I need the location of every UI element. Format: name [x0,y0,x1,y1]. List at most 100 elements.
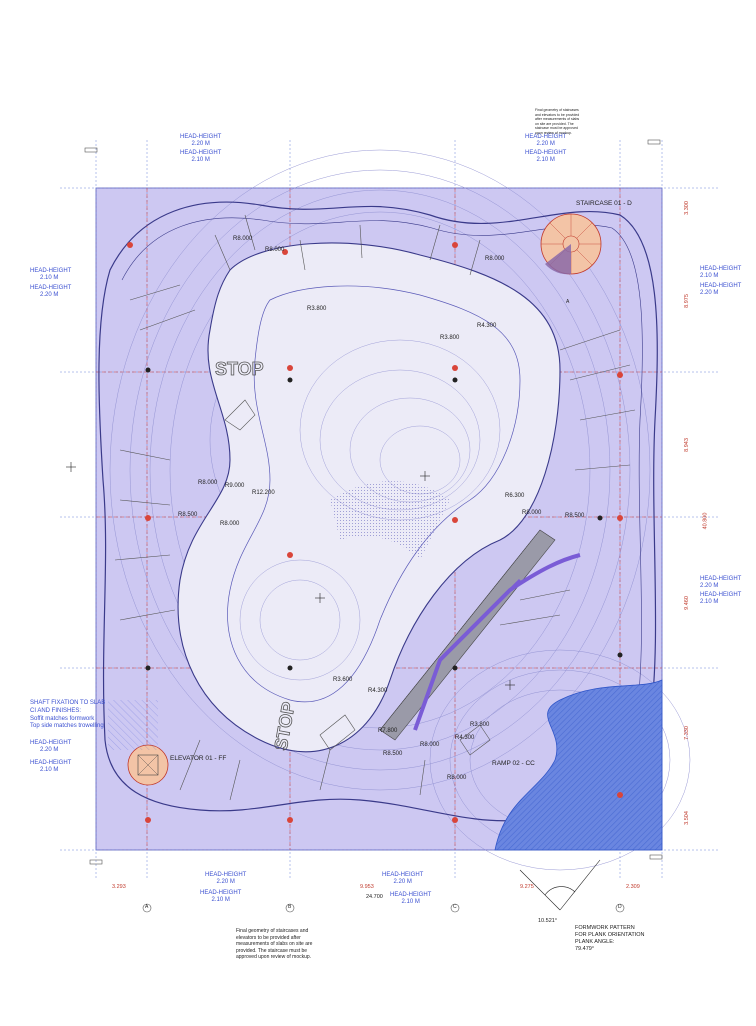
dimension-right: 7.330 [683,726,690,740]
head-height-label: HEAD-HEIGHT [700,266,742,272]
dark-markers [145,367,623,671]
stop-marking-top: STOP [215,359,264,379]
head-height-bottom-4: HEAD-HEIGHT 2.10 M [390,892,431,906]
head-height-label: HEAD-HEIGHT [30,268,72,274]
head-height-left-1: HEAD-HEIGHT 2.10 M [30,268,71,282]
head-height-value: 2.10 M [700,598,719,605]
radius-label: R4.300 [455,735,475,741]
grid-label: D [618,904,622,910]
radius-label: R8.000 [198,480,218,486]
radius-label: R3.800 [440,335,460,341]
support-lines [114,214,636,801]
radius-label: R8.000 [420,742,440,748]
head-height-right-4: HEAD-HEIGHT 2.10 M [700,592,741,606]
head-height-label: HEAD-HEIGHT [200,890,242,896]
head-height-label: HEAD-HEIGHT [700,576,742,582]
head-height-value: 2.10 M [40,766,59,773]
head-height-value: 2.10 M [401,898,420,905]
island-inner [227,285,521,703]
head-height-label: HEAD-HEIGHT [205,872,247,878]
head-height-value: 2.10 M [40,274,59,281]
radius-label: R8.000 [220,521,240,527]
head-height-bottom-2: HEAD-HEIGHT 2.10 M [200,890,241,904]
formwork-note: FORMWORK PATTERN FOR PLANK ORIENTATION P… [575,925,645,953]
head-height-left-3: HEAD-HEIGHT 2.20 M [30,740,71,754]
radius-label: R7.800 [378,728,398,734]
grid-label: C [453,904,457,910]
dimension-bottom: 9.275 [520,884,534,890]
head-height-right-1: HEAD-HEIGHT 2.10 M [700,266,741,280]
radius-label: R4.300 [477,323,497,329]
head-height-top-2: HEAD-HEIGHT 2.10 M [180,150,221,164]
grid-label: B [288,904,292,910]
radius-label: R8.500 [383,751,403,757]
radius-label: R8.000 [447,775,467,781]
dimension-right: 9.460 [683,596,690,610]
dimension-bottom: 9.953 [360,884,374,890]
head-height-label: HEAD-HEIGHT [30,760,72,766]
head-height-label: HEAD-HEIGHT [30,740,72,746]
head-height-left-4: HEAD-HEIGHT 2.10 M [30,760,71,774]
dimension-right: 3.300 [683,201,690,215]
head-height-value: 2.10 M [211,896,230,903]
head-height-bottom-1: HEAD-HEIGHT 2.20 M [205,872,246,886]
head-height-value: 2.20 M [536,140,555,147]
head-height-label: HEAD-HEIGHT [180,134,222,140]
grid-bubbles [142,903,625,913]
head-height-label: HEAD-HEIGHT [525,150,567,156]
radius-label: R3.800 [307,306,327,312]
elevator-01 [127,744,169,786]
head-height-value: 2.20 M [216,878,235,885]
ramp-02 [379,529,581,741]
head-height-value: 2.10 M [191,156,210,163]
angle-lines [519,859,601,911]
head-height-label: HEAD-HEIGHT [700,592,742,598]
head-height-value: 2.20 M [191,140,210,147]
geometry-note: Final geometry of staircases and elevato… [236,928,313,960]
radius-label: R8.000 [265,247,285,253]
head-height-label: HEAD-HEIGHT [382,872,424,878]
head-height-value: 2.10 M [536,156,555,163]
shaft-fixation-note: SHAFT FIXATION TO SLAB CI AND FINISHES: … [30,700,106,730]
head-height-left-2: HEAD-HEIGHT 2.20 M [30,285,71,299]
radius-label: R8.000 [233,236,253,242]
head-height-value: 2.20 M [40,291,59,298]
head-height-value: 2.20 M [393,878,412,885]
crosshairs [66,462,515,690]
elevator-label: ELEVATOR 01 - FF [170,755,227,762]
radius-label: R8.500 [178,512,198,518]
dotted-slope [330,481,450,560]
shaft-area [108,700,158,750]
angle-note: 10.521° [538,918,558,924]
dimension-bottom: 2.309 [626,884,640,890]
head-height-value: 2.20 M [700,582,719,589]
staircase-label: STAIRCASE 01 - D [576,200,632,207]
head-height-top-3: HEAD-HEIGHT 2.20 M [525,134,566,148]
radius-label: R8.000 [522,510,542,516]
dimension-total: 24.700 [366,894,383,900]
radius-label: R12.200 [252,490,275,496]
dimension-right: 8.975 [683,294,690,308]
radius-label: R8.500 [565,513,585,519]
head-height-label: HEAD-HEIGHT [30,285,72,291]
radius-label: R4.300 [368,688,388,694]
dimension-bottom: 3.293 [112,884,126,890]
staircase-01 [540,213,602,275]
head-height-top-4: HEAD-HEIGHT 2.10 M [525,150,566,164]
radius-label: R3.600 [333,677,353,683]
radius-label: R9.000 [225,483,245,489]
ramp-label: RAMP 02 - CC [492,760,535,767]
head-height-label: HEAD-HEIGHT [700,283,742,289]
dimension-right: 8.943 [683,438,690,452]
radius-label: R6.300 [505,493,525,499]
dimension-right: 3.504 [683,811,690,825]
dimension-right: 40.800 [702,512,709,530]
grid-label: A [145,904,149,910]
head-height-label: HEAD-HEIGHT [390,892,432,898]
staircase-top-note: Final geometry of staircases and elevato… [535,108,580,135]
head-height-right-2: HEAD-HEIGHT 2.20 M [700,283,741,297]
head-height-value: 2.10 M [700,272,719,279]
red-markers [127,242,623,823]
grid-label: A [566,299,570,305]
